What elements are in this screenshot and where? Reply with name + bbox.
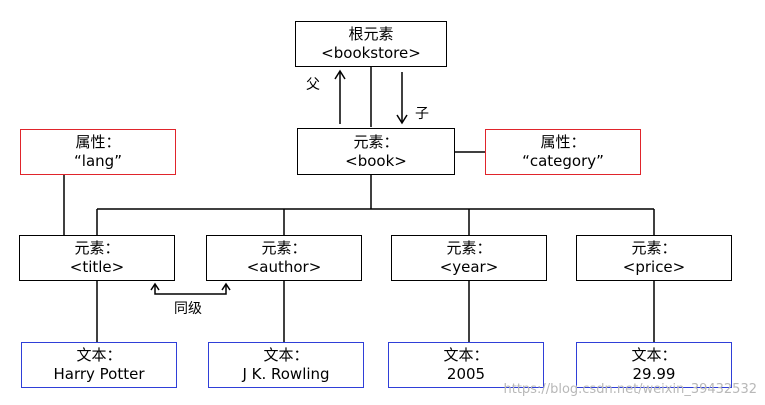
sibling-arrowhead-left: [150, 282, 160, 291]
node-name-label: “category”: [522, 152, 604, 170]
node-kind-label: 元素：: [631, 239, 677, 257]
sibling-label: 同级: [174, 301, 202, 317]
node-kind-label: 元素：: [353, 132, 399, 151]
node-name-label: “lang”: [74, 152, 122, 170]
node-kind-label: 元素：: [74, 239, 120, 257]
node-kind-label: 根元素: [348, 25, 394, 43]
node-name-label: J K. Rowling: [242, 365, 330, 383]
node-text-author: 文本： J K. Rowling: [208, 342, 364, 388]
node-kind-label: 元素：: [446, 239, 492, 257]
node-name-label: <price>: [622, 258, 686, 276]
watermark-text: https://blog.csdn.net/weixin_39432532: [503, 382, 757, 397]
node-name-label: <author>: [246, 258, 322, 276]
parent-arrowhead: [334, 69, 346, 80]
node-name-label: <year>: [439, 258, 499, 276]
node-name-label: <bookstore>: [321, 44, 421, 62]
node-book: 元素： <book>: [297, 128, 455, 175]
child-label: 子: [415, 106, 429, 122]
node-kind-label: 元素：: [261, 239, 307, 257]
node-kind-label: 文本：: [263, 346, 309, 364]
child-arrowhead: [396, 114, 408, 125]
node-attribute-category: 属性： “category”: [485, 129, 641, 175]
node-kind-label: 文本：: [631, 346, 677, 364]
node-kind-label: 文本：: [76, 346, 122, 364]
sibling-arrowhead-right: [221, 282, 231, 291]
node-kind-label: 文本：: [443, 346, 489, 364]
sibling-bracket: [154, 285, 227, 295]
node-element-author: 元素： <author>: [206, 235, 362, 281]
node-attribute-lang: 属性： “lang”: [20, 129, 176, 175]
node-kind-label: 属性：: [75, 133, 121, 151]
node-element-price: 元素： <price>: [576, 235, 732, 281]
node-text-title: 文本： Harry Potter: [21, 342, 177, 388]
node-name-label: <book>: [345, 151, 407, 170]
node-name-label: 29.99: [632, 365, 676, 383]
node-text-price: 文本： 29.99: [576, 342, 732, 388]
node-root-bookstore: 根元素 <bookstore>: [295, 21, 447, 67]
node-kind-label: 属性：: [540, 133, 586, 151]
node-name-label: 2005: [446, 365, 486, 383]
node-element-title: 元素： <title>: [19, 235, 175, 281]
parent-label: 父: [306, 77, 320, 93]
node-element-year: 元素： <year>: [391, 235, 547, 281]
node-name-label: <title>: [69, 258, 125, 276]
node-name-label: Harry Potter: [53, 365, 145, 383]
node-text-year: 文本： 2005: [388, 342, 544, 388]
